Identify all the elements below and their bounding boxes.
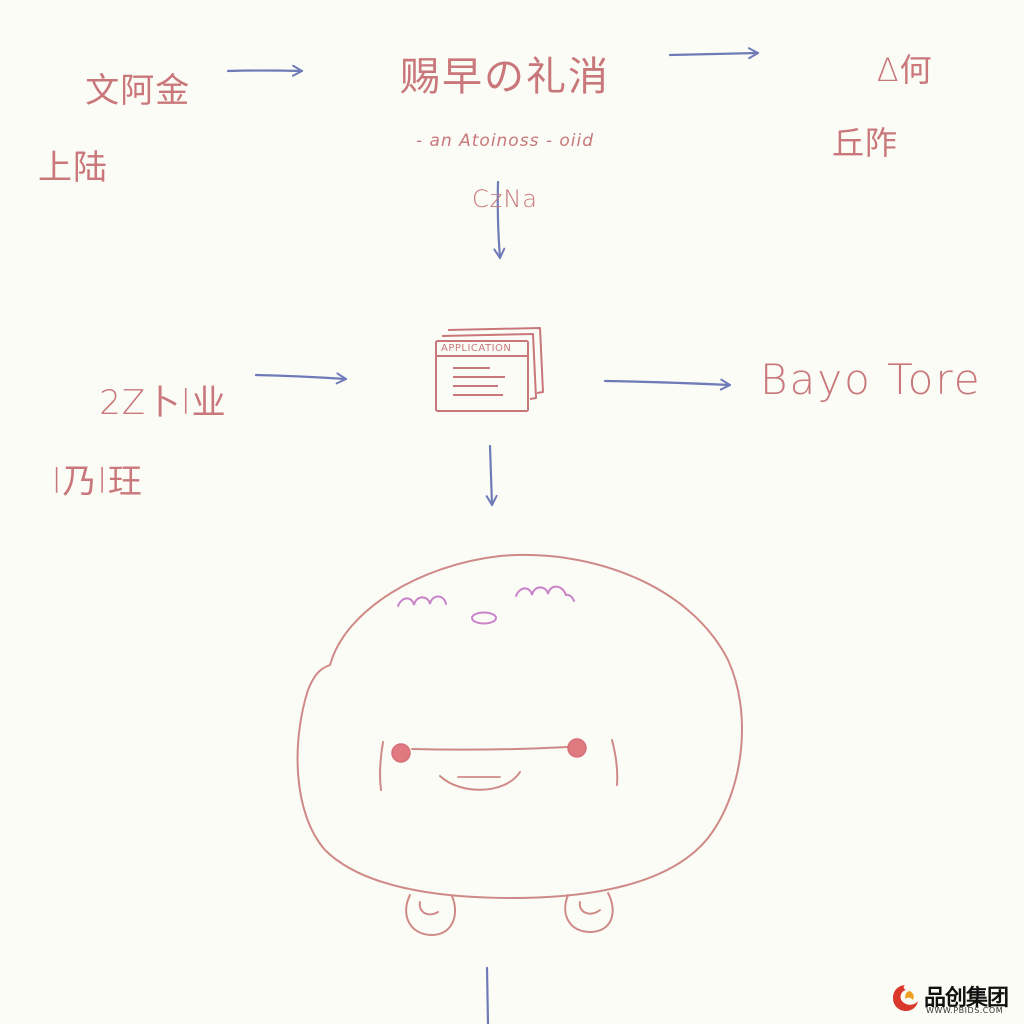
arrow-top-left-to-top-middle xyxy=(226,64,304,77)
mascot-brow-line xyxy=(411,746,569,751)
mascot-mouth xyxy=(439,771,521,791)
mascot-body-outline xyxy=(296,554,743,900)
arrow-middle-left-to-card xyxy=(254,372,348,385)
node-top-right-line2: 丘阼 xyxy=(832,123,899,162)
node-top-right: Δ何 丘阼 xyxy=(832,20,933,228)
arrows xyxy=(226,47,760,1024)
mascot-face-details xyxy=(397,585,575,625)
node-top-left: 文阿金 上陆 xyxy=(38,38,190,258)
mascot-nose xyxy=(471,611,497,625)
watermark-url-text: WWW.PBIDS.COM xyxy=(926,1006,1004,1015)
mascot-right-foot xyxy=(564,892,614,934)
arrow-bottom-stem xyxy=(485,966,490,1024)
mascot-cheeks xyxy=(391,738,587,763)
card-back-sheet xyxy=(447,327,544,394)
mascot-right-cheek xyxy=(567,738,587,758)
node-top-middle-subtitle: - an Atoinoss - oiid xyxy=(415,131,595,152)
node-top-middle-title: 赐早の礼消 xyxy=(400,53,610,100)
mascot-right-eye-curl xyxy=(515,585,575,602)
node-middle-left-line2: l乃l玨 xyxy=(52,462,143,503)
watermark-logo: 品创集团 WWW.PBIDS.COM xyxy=(890,980,1014,1016)
mascot-left-foot xyxy=(405,894,457,937)
node-middle-left: 2Z卜l业 l乃l玨 xyxy=(52,350,227,572)
mascot-right-foot-inner xyxy=(578,901,601,915)
node-middle-right: Bayo Tore xyxy=(760,355,982,404)
card-middle-sheet xyxy=(441,333,537,400)
mascot-left-foot-inner xyxy=(418,901,439,916)
arrow-card-to-middle-right xyxy=(603,378,732,391)
mascot-right-cheek-line xyxy=(611,739,619,786)
node-top-left-line1: 文阿金 xyxy=(85,70,191,111)
brand-flame-icon xyxy=(893,985,918,1011)
arrow-top-middle-to-top-right xyxy=(668,47,760,60)
mascot-left-cheek xyxy=(391,743,411,763)
node-top-left-line2: 上陆 xyxy=(38,148,108,189)
node-middle-left-line1: 2Z卜l业 xyxy=(99,382,227,423)
node-top-middle: 赐早の礼消 - an Atoinoss - oiid CzNa xyxy=(380,22,630,245)
application-document-icon xyxy=(435,327,544,412)
watermark-brand-text: 品创集团 xyxy=(924,986,1009,1011)
node-top-middle-subtitle2: CzNa xyxy=(471,184,538,213)
mascot-left-eye-curl xyxy=(397,595,447,607)
arrow-top-middle-down xyxy=(493,180,506,260)
mascot-left-cheek-line xyxy=(378,741,384,791)
arrow-card-down xyxy=(485,444,498,507)
node-top-right-line1: Δ何 xyxy=(876,50,933,89)
application-card-label: APPLICATION xyxy=(441,343,512,354)
mascot-blob-icon xyxy=(296,554,743,937)
